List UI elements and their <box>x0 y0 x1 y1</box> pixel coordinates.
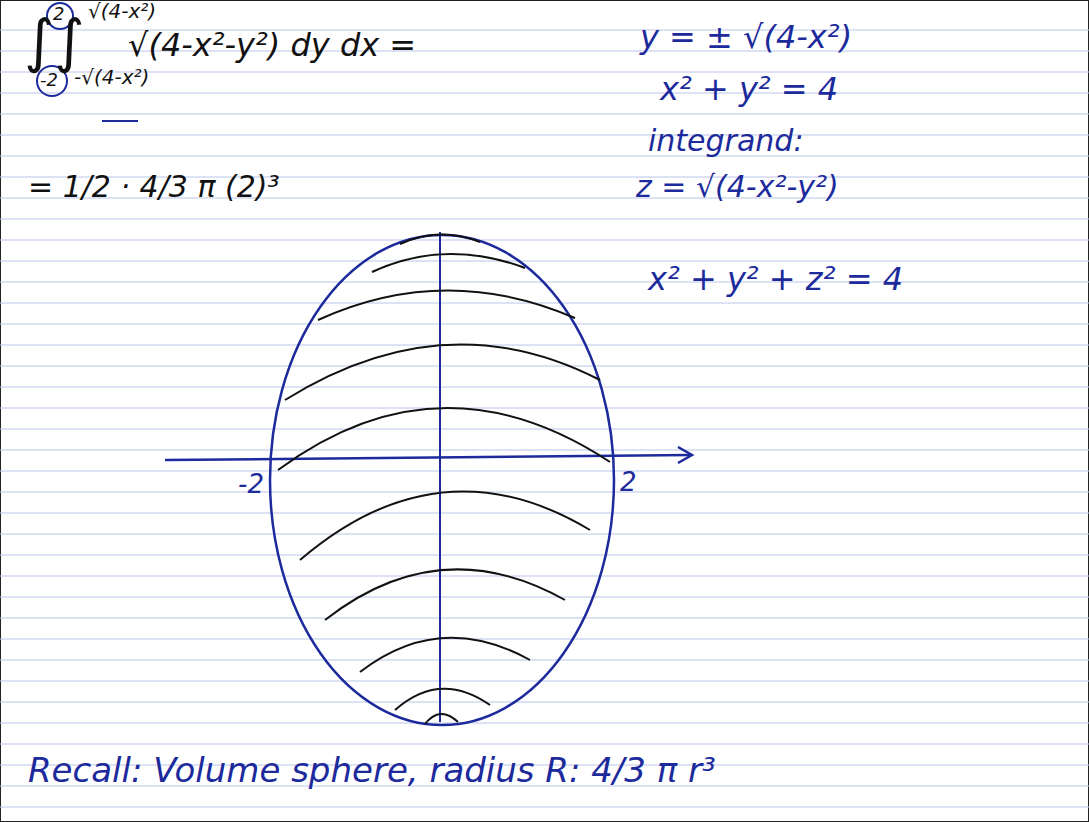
underline <box>102 120 138 122</box>
axis-tick: 2 <box>620 468 637 497</box>
y-axis <box>439 232 441 722</box>
axis-tick: -2 <box>238 470 264 499</box>
result: = 1/2 · 4/3 π (2)³ <box>28 170 280 203</box>
axis-arrowhead <box>678 447 692 463</box>
integrand-note: z = √(4-x²-y²) <box>636 170 839 203</box>
sphere-outline <box>270 235 614 725</box>
sphere-equation: x² + y² + z² = 4 <box>648 262 903 297</box>
boundary-note: y = ± √(4-x²) <box>640 20 852 55</box>
contour-curves <box>278 234 610 724</box>
recall-note: Recall: Volume sphere, radius R: 4/3 π r… <box>28 752 716 789</box>
lower-limit: -√(4-x²) <box>74 66 149 88</box>
integrand: √(4-x²-y²) dy dx = <box>128 28 416 63</box>
boundary-note: x² + y² = 4 <box>660 72 838 107</box>
note-heading: integrand: <box>648 124 804 157</box>
upper-limit: √(4-x²) <box>88 0 156 22</box>
lower-limit: -2 <box>40 70 58 90</box>
ruled-lines <box>0 30 1089 807</box>
x-axis <box>165 455 690 460</box>
integral-sign: ∫∫ <box>24 10 84 74</box>
